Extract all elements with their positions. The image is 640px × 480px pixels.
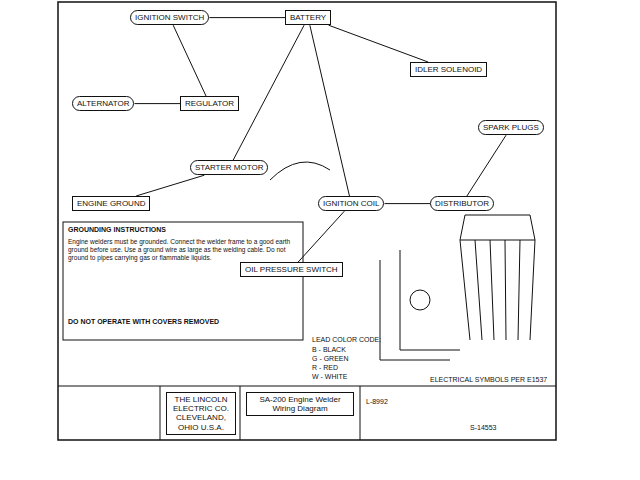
component-box: BATTERY — [285, 10, 331, 25]
wire-connector — [173, 25, 206, 96]
component-label: STARTER MOTOR — [195, 163, 263, 172]
note-label: GROUNDING INSTRUCTIONS — [68, 226, 298, 234]
component-box: DISTRIBUTOR — [430, 196, 494, 211]
note-label: G - GREEN — [312, 355, 349, 363]
wire-connector — [209, 17, 285, 18]
component-label: ENGINE GROUND — [77, 199, 145, 208]
component-box: REGULATOR — [180, 96, 239, 111]
component-box: ALTERNATOR — [72, 96, 134, 111]
component-box: SPARK PLUGS — [478, 120, 544, 135]
component-label: SPARK PLUGS — [483, 123, 539, 132]
note-text: Engine welders must be grounded. Connect… — [68, 238, 296, 262]
component-box: ENGINE GROUND — [72, 196, 150, 211]
component-label: DISTRIBUTOR — [435, 199, 489, 208]
component-label: REGULATOR — [185, 99, 234, 108]
component-label: IGNITION SWITCH — [135, 13, 204, 22]
component-box: IGNITION SWITCH — [130, 10, 209, 25]
component-label: BATTERY — [290, 13, 326, 22]
note-label: ELECTRICAL SYMBOLS PER E1537 — [430, 376, 547, 384]
wire-connector — [136, 175, 204, 196]
component-label: THE LINCOLN ELECTRIC CO. CLEVELAND, OHIO… — [171, 395, 231, 432]
wire-connector — [310, 25, 350, 196]
component-label: OIL PRESSURE SWITCH — [245, 265, 338, 274]
component-label: ALTERNATOR — [77, 99, 129, 108]
note-label: R - RED — [312, 364, 338, 372]
title-block-cell: THE LINCOLN ELECTRIC CO. CLEVELAND, OHIO… — [166, 392, 236, 435]
note-label: DO NOT OPERATE WITH COVERS REMOVED — [68, 318, 298, 326]
component-box: IDLER SOLENOID — [410, 62, 487, 77]
wire-connector — [233, 25, 304, 160]
component-box: OIL PRESSURE SWITCH — [240, 262, 343, 277]
component-box: STARTER MOTOR — [190, 160, 268, 175]
title-block-cell: SA-200 Engine Welder Wiring Diagram — [246, 392, 354, 416]
wire-connector — [298, 211, 344, 262]
wire-connector — [384, 203, 430, 204]
note-label: S-14553 — [470, 424, 496, 432]
note-label: L-8992 — [366, 398, 388, 406]
component-label: SA-200 Engine Welder Wiring Diagram — [251, 395, 349, 413]
note-label: LEAD COLOR CODE: — [312, 336, 381, 344]
component-label: IDLER SOLENOID — [415, 65, 482, 74]
component-box: IGNITION COIL — [318, 196, 384, 211]
component-label: IGNITION COIL — [323, 199, 379, 208]
wire-connector — [467, 135, 506, 196]
note-label: W - WHITE — [312, 373, 347, 381]
note-label: B - BLACK — [312, 346, 346, 354]
wire-connector — [329, 25, 428, 62]
wire-connector — [134, 103, 180, 104]
